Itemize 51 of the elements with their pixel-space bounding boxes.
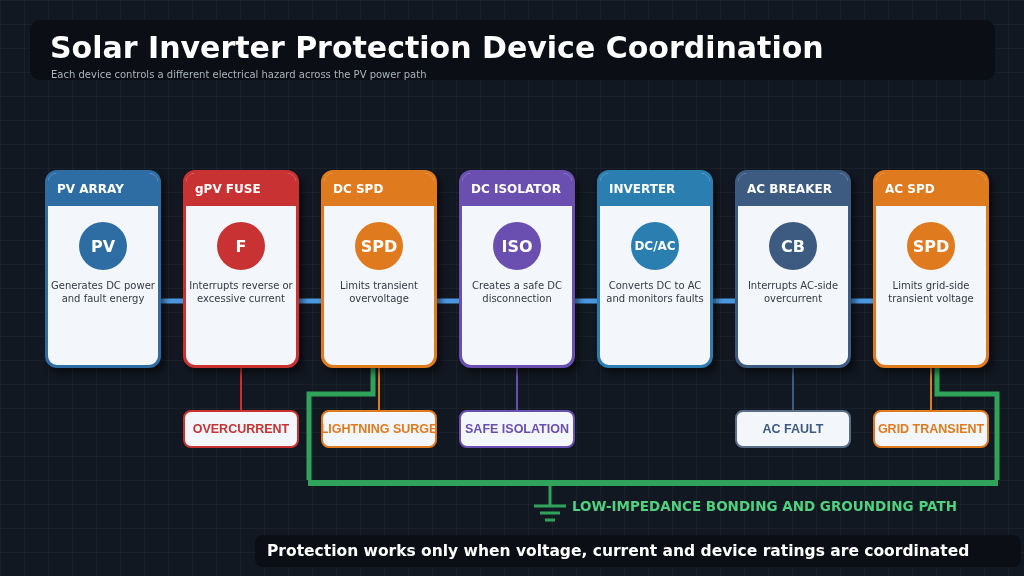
hazard-tag: AC FAULT bbox=[735, 410, 851, 448]
card-header: INVERTER bbox=[600, 173, 710, 206]
hazard-tag: GRID TRANSIENT bbox=[873, 410, 989, 448]
connector-line bbox=[713, 298, 735, 304]
device-symbol: CB bbox=[769, 222, 817, 270]
connector-line bbox=[378, 367, 380, 411]
card-header: PV ARRAY bbox=[48, 173, 158, 206]
card-header: gPV FUSE bbox=[186, 173, 296, 206]
device-symbol: SPD bbox=[907, 222, 955, 270]
device-card bbox=[597, 170, 713, 368]
connector-line bbox=[851, 298, 873, 304]
diagram-title: Solar Inverter Protection Device Coordination bbox=[50, 30, 824, 65]
subtitle: Each device controls a different electrical hazard across the PV power path bbox=[51, 69, 427, 80]
device-symbol: DC/AC bbox=[631, 222, 679, 270]
card-header: DC SPD bbox=[324, 173, 434, 206]
device-description: Generates DC power and fault energy bbox=[50, 279, 156, 305]
connector-line bbox=[240, 367, 242, 411]
device-symbol: PV bbox=[79, 222, 127, 270]
card-header: AC SPD bbox=[876, 173, 986, 206]
hazard-tag: OVERCURRENT bbox=[183, 410, 299, 448]
device-symbol: ISO bbox=[493, 222, 541, 270]
device-card bbox=[321, 170, 437, 368]
device-description: Limits grid-side transient voltage bbox=[887, 279, 975, 305]
connector-line bbox=[299, 298, 321, 304]
connector-line bbox=[792, 367, 794, 411]
device-symbol: SPD bbox=[355, 222, 403, 270]
device-card bbox=[45, 170, 161, 368]
connector-line bbox=[306, 368, 376, 480]
device-description: Converts DC to AC and monitors faults bbox=[605, 279, 705, 305]
connector-line bbox=[930, 367, 932, 411]
connector-line bbox=[437, 298, 459, 304]
device-description: Creates a safe DC disconnection bbox=[471, 279, 563, 305]
device-symbol: F bbox=[217, 222, 265, 270]
connector-line bbox=[516, 367, 518, 411]
bus-label: LOW-IMPEDANCE BONDING AND GROUNDING PATH bbox=[572, 498, 957, 514]
connector-line bbox=[934, 368, 1000, 480]
card-header: AC BREAKER bbox=[738, 173, 848, 206]
device-description: Limits transient overvoltage bbox=[338, 279, 420, 305]
device-card bbox=[873, 170, 989, 368]
device-card bbox=[735, 170, 851, 368]
device-description: Interrupts reverse or excessive current bbox=[188, 279, 294, 305]
footer-note: Protection works only when voltage, current and device ratings are coordinated bbox=[255, 535, 1021, 567]
grounding-bus bbox=[308, 480, 998, 486]
connector-line bbox=[575, 298, 597, 304]
device-description: Interrupts AC-side overcurrent bbox=[746, 279, 840, 305]
card-header: DC ISOLATOR bbox=[462, 173, 572, 206]
connector-line bbox=[161, 298, 183, 304]
hazard-tag: SAFE ISOLATION bbox=[459, 410, 575, 448]
device-card bbox=[183, 170, 299, 368]
hazard-tag: LIGHTNING SURGE bbox=[321, 410, 437, 448]
device-card bbox=[459, 170, 575, 368]
